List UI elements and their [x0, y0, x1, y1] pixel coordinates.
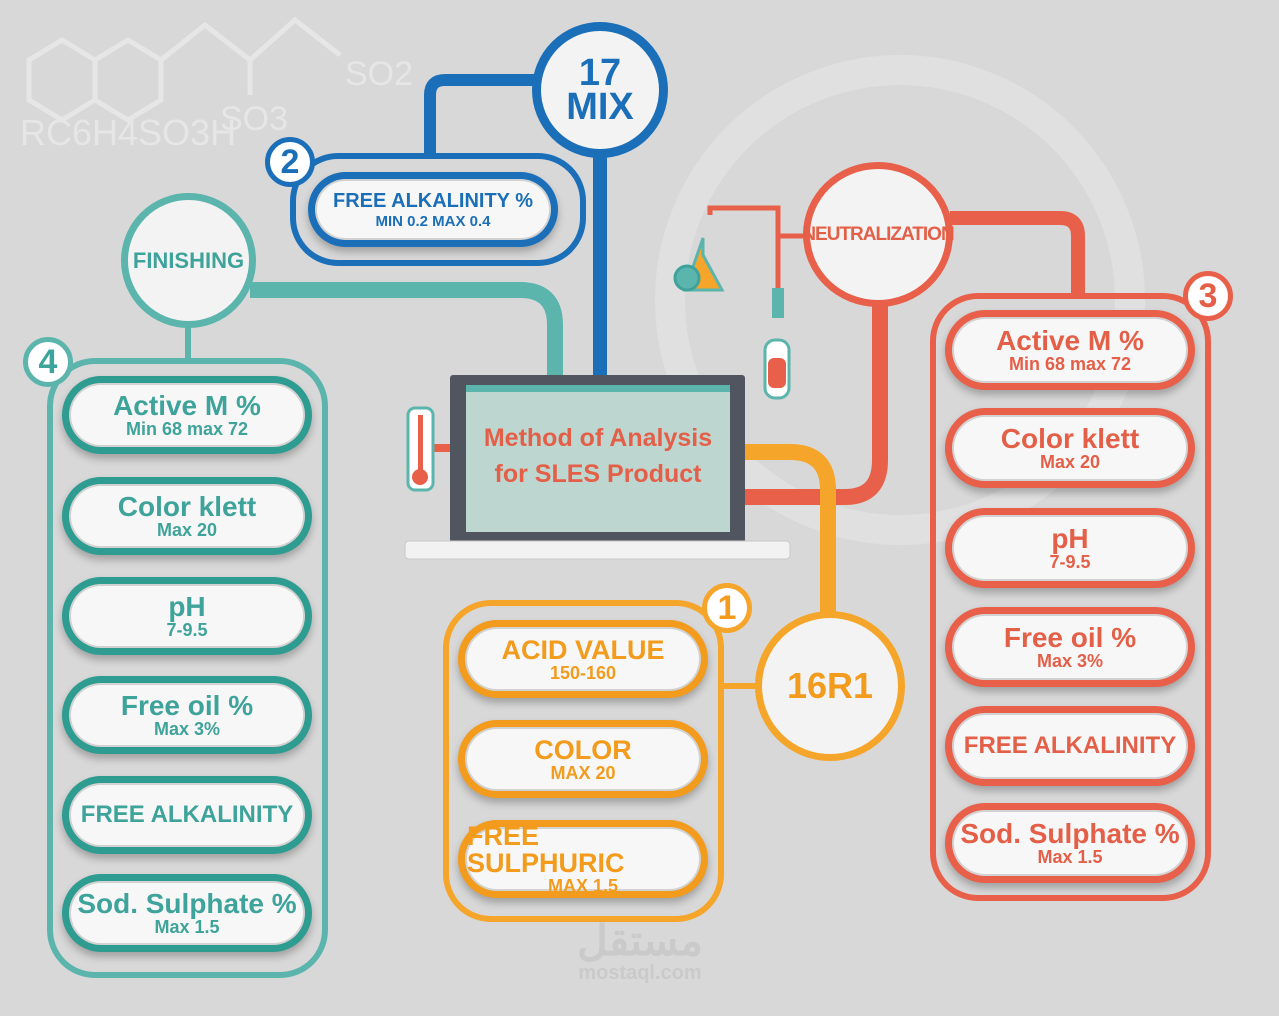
mix-group — [290, 153, 586, 266]
analysis-item: Sod. Sulphate %Max 1.5 — [945, 803, 1195, 883]
neutralization-stage-circle: NEUTRALIZATION — [802, 162, 955, 307]
mix-number: 17 — [578, 51, 622, 94]
item-sub: Max 3% — [153, 719, 221, 739]
item-title: FREE ALKALINITY — [963, 732, 1177, 759]
item-title: ACID VALUE — [501, 634, 665, 665]
16r1-group — [443, 600, 724, 922]
mix-label: MIX — [566, 86, 634, 128]
item-title: Color klett — [1000, 423, 1140, 454]
title-line-1: Method of Analysis — [483, 424, 713, 452]
laptop-icon — [404, 375, 791, 560]
badge-2: 2 — [265, 137, 315, 187]
item-sub: Max 3% — [1036, 651, 1104, 671]
item-title: pH — [168, 591, 206, 622]
item-title: FREE SULPHURIC — [467, 821, 625, 878]
finishing-stage-circle: FINISHING — [121, 193, 256, 328]
analysis-item: Sod. Sulphate %Max 1.5 — [62, 874, 312, 952]
item-title: Sod. Sulphate % — [960, 818, 1180, 849]
watermark: مستقل mostaql.com — [560, 920, 720, 985]
item-title: Sod. Sulphate % — [77, 888, 297, 919]
item-sub: Min 68 max 72 — [1008, 354, 1132, 374]
item-title: FREE ALKALINITY % — [332, 189, 533, 212]
badge-3: 3 — [1183, 271, 1233, 321]
item-sub: Max 1.5 — [154, 917, 220, 937]
watermark-arabic: مستقل — [577, 917, 703, 964]
test-tube-icon — [763, 288, 791, 400]
badge-1: 1 — [702, 583, 752, 633]
finishing-group — [47, 358, 328, 978]
analysis-item: FREE ALKALINITY — [62, 776, 312, 854]
title-line-2: for SLES Product — [494, 460, 702, 488]
analysis-item: Active M %Min 68 max 72 — [62, 376, 312, 454]
item-sub: MAX 20 — [550, 762, 616, 783]
item-sub: MIN 0.2 MAX 0.4 — [375, 212, 491, 230]
analysis-item: FREE ALKALINITY — [945, 706, 1195, 786]
analysis-item: Free oil %Max 3% — [62, 676, 312, 754]
item-sub: 7-9.5 — [166, 620, 208, 640]
item-title: COLOR — [534, 734, 632, 765]
item-title: Free oil % — [120, 690, 254, 721]
item-title: Color klett — [117, 491, 257, 522]
item-title: Free oil % — [1003, 622, 1137, 653]
analysis-item: Active M %Min 68 max 72 — [945, 310, 1195, 390]
item-title: FREE ALKALINITY — [80, 801, 294, 828]
item-title: pH — [1051, 523, 1089, 554]
analysis-item: Free oil %Max 3% — [945, 607, 1195, 687]
item-sub: Max 20 — [156, 520, 218, 540]
mix-item: FREE ALKALINITY %MIN 0.2 MAX 0.4 — [308, 172, 558, 247]
flask-icon — [673, 237, 725, 292]
neutralization-group — [930, 293, 1211, 901]
badge-4: 4 — [23, 337, 73, 387]
item-sub: Max 20 — [1039, 452, 1101, 472]
item-sub: Max 1.5 — [1037, 847, 1103, 867]
item-title: Active M % — [113, 390, 261, 421]
item-sub: MAX 1.5 — [547, 876, 619, 896]
svg-text:SO2: SO2 — [345, 55, 413, 93]
formula-text: RC6H4SO3H — [20, 112, 236, 153]
watermark-latin: mostaql.com — [578, 962, 702, 984]
16r1-stage-circle: 16R1 — [755, 611, 905, 761]
item-sub: 7-9.5 — [1049, 552, 1091, 572]
page-title: Method of Analysis for SLES Product — [466, 420, 730, 492]
thermometer-icon — [406, 406, 435, 492]
svg-text:SO3: SO3 — [220, 100, 288, 138]
item-sub: Min 68 max 72 — [125, 419, 249, 439]
item-sub: 150-160 — [549, 662, 617, 683]
molecule-icon — [26, 16, 342, 123]
item-title: Active M % — [996, 325, 1144, 356]
